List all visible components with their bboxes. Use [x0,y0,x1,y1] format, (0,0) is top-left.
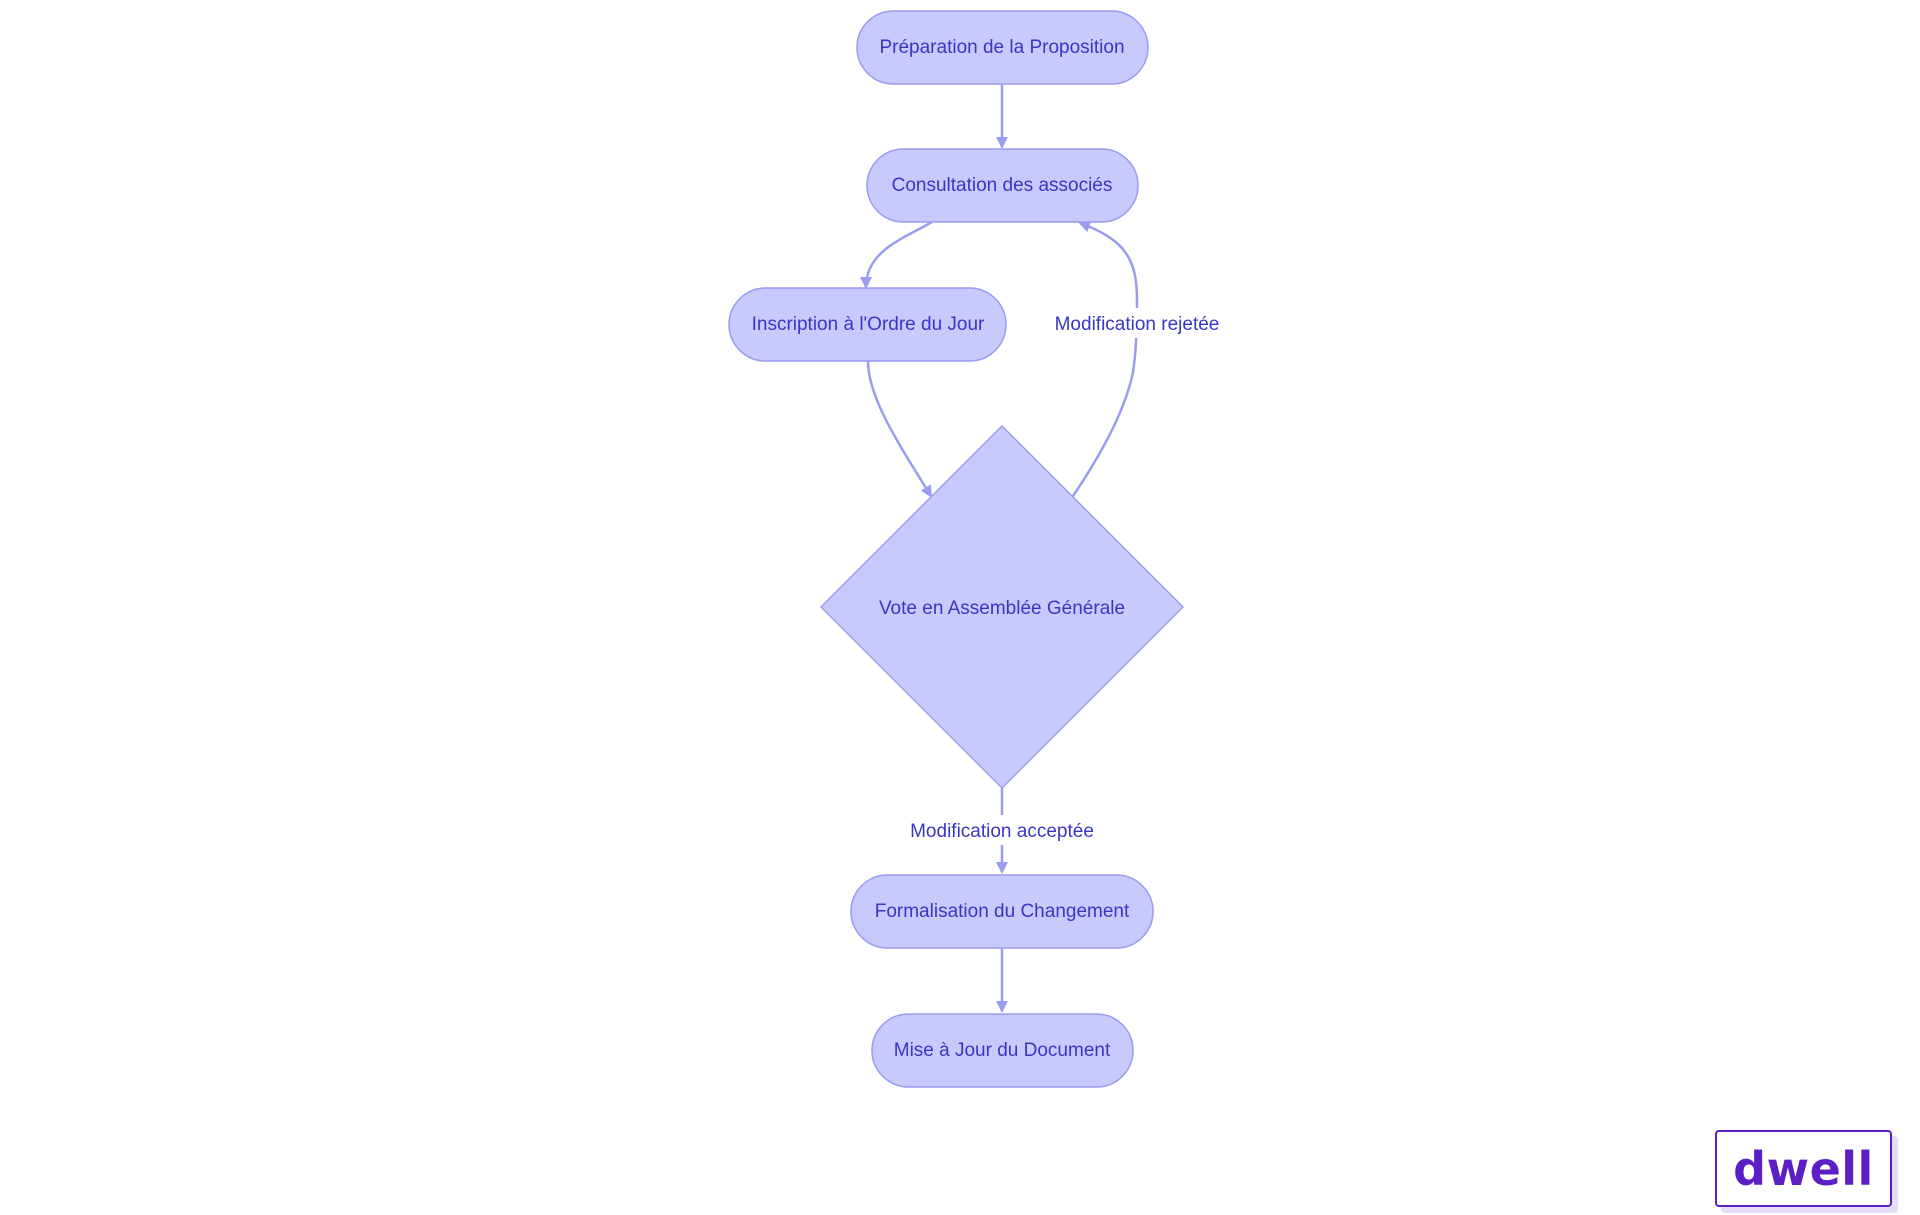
node-preparation[interactable]: Préparation de la Proposition [856,10,1149,85]
edge-vote-consultation [1071,220,1139,497]
node-miseajour[interactable]: Mise à Jour du Document [871,1013,1134,1088]
edge-label-accepted: Modification acceptée [910,821,1094,842]
node-formalisation[interactable]: Formalisation du Changement [850,874,1154,949]
node-inscription[interactable]: Inscription à l'Ordre du Jour [728,287,1007,362]
edge-inscription-vote [866,360,933,498]
svg-text:Formalisation du Changement: Formalisation du Changement [875,901,1130,922]
logo-text: dwell [1733,1141,1874,1196]
svg-text:Préparation de la Proposition: Préparation de la Proposition [879,37,1124,58]
node-vote[interactable]: Vote en Assemblée Générale [819,424,1185,790]
dwell-logo: dwell [1715,1130,1892,1207]
node-consultation[interactable]: Consultation des associés [866,148,1139,223]
svg-text:Vote en Assemblée Générale: Vote en Assemblée Générale [879,598,1125,619]
svg-text:Inscription à l'Ordre du Jour: Inscription à l'Ordre du Jour [752,314,985,335]
svg-text:Mise à Jour du Document: Mise à Jour du Document [894,1040,1111,1061]
svg-text:Consultation des associés: Consultation des associés [892,175,1113,196]
edge-label-rejected: Modification rejetée [1055,314,1220,335]
edge-consultation-inscription [860,220,933,289]
